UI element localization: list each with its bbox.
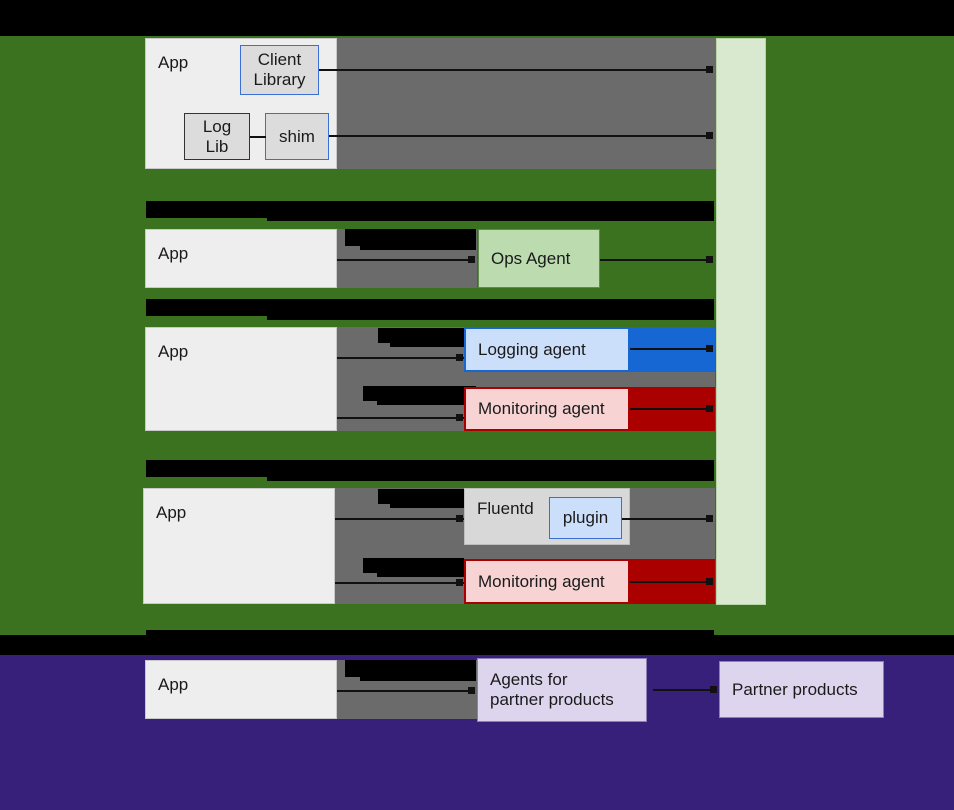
connector-row3-app-logging-endpoint xyxy=(456,354,463,361)
row3-app-label: App xyxy=(158,342,189,361)
connector-row2-app-agent-endpoint xyxy=(468,256,475,263)
row4-app-box: App xyxy=(143,488,335,604)
redaction-bar-4b xyxy=(390,343,476,347)
row1-app-label: App xyxy=(158,53,189,72)
connector-row4-app-fluentd xyxy=(335,518,465,520)
redaction-bar-2b xyxy=(360,246,476,250)
connector-row4-app-monitoring xyxy=(335,582,467,584)
redaction-bar-6b xyxy=(267,477,714,481)
row3-app-box: App xyxy=(145,327,337,431)
logging-agent-label: Logging agent xyxy=(478,339,586,359)
connector-clientlibrary-endpoint xyxy=(706,66,713,73)
redaction-bar-10a xyxy=(345,660,476,677)
redaction-bar-4a xyxy=(378,328,476,343)
log-lib-box: Log Lib xyxy=(184,113,250,160)
row2-app-label: App xyxy=(158,244,189,263)
redaction-bar-8a xyxy=(363,558,464,573)
connector-agents-products-endpoint xyxy=(710,686,717,693)
partner-agents-label: Agents for partner products xyxy=(490,670,614,709)
ops-agent-box: Ops Agent xyxy=(478,229,600,288)
redaction-bar-7b xyxy=(390,504,464,508)
logging-agent-box: Logging agent xyxy=(464,327,630,372)
connector-row5-app-agents-endpoint xyxy=(468,687,475,694)
redaction-bar-7a xyxy=(378,489,464,504)
partner-agents-box: Agents for partner products xyxy=(477,658,647,722)
row4-monitoring-agent-box: Monitoring agent xyxy=(464,559,630,604)
shim-label: shim xyxy=(279,126,315,146)
shim-box: shim xyxy=(265,113,329,160)
plugin-box: plugin xyxy=(549,497,622,539)
redaction-bar-5b xyxy=(377,401,476,405)
client-library-box: Client Library xyxy=(240,45,319,95)
redaction-bar-3b xyxy=(267,316,714,320)
connector-row3-monitoring-sink xyxy=(630,408,711,410)
redaction-bar-10b xyxy=(360,677,476,681)
connector-opsagent-sink xyxy=(600,259,711,261)
connector-row3-app-logging xyxy=(337,357,467,359)
row1-gray-band xyxy=(337,38,716,169)
connector-loggingagent-sink xyxy=(630,348,711,350)
ops-agent-label: Ops Agent xyxy=(491,248,571,268)
connector-row3-monitoring-sink-endpoint xyxy=(706,405,713,412)
connector-clientlibrary-sink xyxy=(319,69,711,71)
black-separator-band xyxy=(0,635,954,655)
redaction-bar-6a xyxy=(146,460,714,477)
redaction-bar-2a xyxy=(345,229,476,246)
connector-plugin-sink-endpoint xyxy=(706,515,713,522)
connector-row4-app-fluentd-endpoint xyxy=(456,515,463,522)
partner-products-box: Partner products xyxy=(719,661,884,718)
row5-app-label: App xyxy=(158,675,189,694)
row3-monitoring-agent-label: Monitoring agent xyxy=(478,399,605,419)
connector-opsagent-sink-endpoint xyxy=(706,256,713,263)
connector-row2-app-agent xyxy=(337,259,473,261)
partner-products-label: Partner products xyxy=(732,679,858,699)
connector-loggingagent-sink-endpoint xyxy=(706,345,713,352)
row3-monitoring-agent-box: Monitoring agent xyxy=(464,387,630,431)
redaction-bar-3a xyxy=(146,299,714,316)
redaction-bar-1b xyxy=(267,217,714,221)
connector-shim-endpoint xyxy=(706,132,713,139)
row5-app-box: App xyxy=(145,660,337,719)
row4-app-label: App xyxy=(156,503,187,522)
connector-row4-app-monitoring-endpoint xyxy=(456,579,463,586)
destination-column xyxy=(716,38,766,605)
connector-row3-app-monitoring-endpoint xyxy=(456,414,463,421)
plugin-label: plugin xyxy=(562,508,609,528)
connector-plugin-sink xyxy=(622,518,711,520)
log-lib-label: Log Lib xyxy=(202,116,232,156)
row2-app-box: App xyxy=(145,229,337,288)
connector-shim-sink xyxy=(329,135,711,137)
connector-row3-app-monitoring xyxy=(337,417,467,419)
client-library-label: Client Library xyxy=(253,50,306,89)
row4-monitoring-agent-label: Monitoring agent xyxy=(478,571,605,591)
connector-loglib-shim xyxy=(250,136,266,138)
fluentd-label: Fluentd xyxy=(477,499,534,518)
connector-agents-products xyxy=(653,689,715,691)
connector-row5-app-agents xyxy=(337,690,473,692)
connector-row4-monitoring-sink-endpoint xyxy=(706,578,713,585)
redaction-bar-8b xyxy=(377,573,464,577)
redaction-bar-1a xyxy=(146,201,714,218)
connector-row4-monitoring-sink xyxy=(630,581,711,583)
redaction-bar-9 xyxy=(146,630,714,640)
redaction-bar-5a xyxy=(363,386,476,401)
